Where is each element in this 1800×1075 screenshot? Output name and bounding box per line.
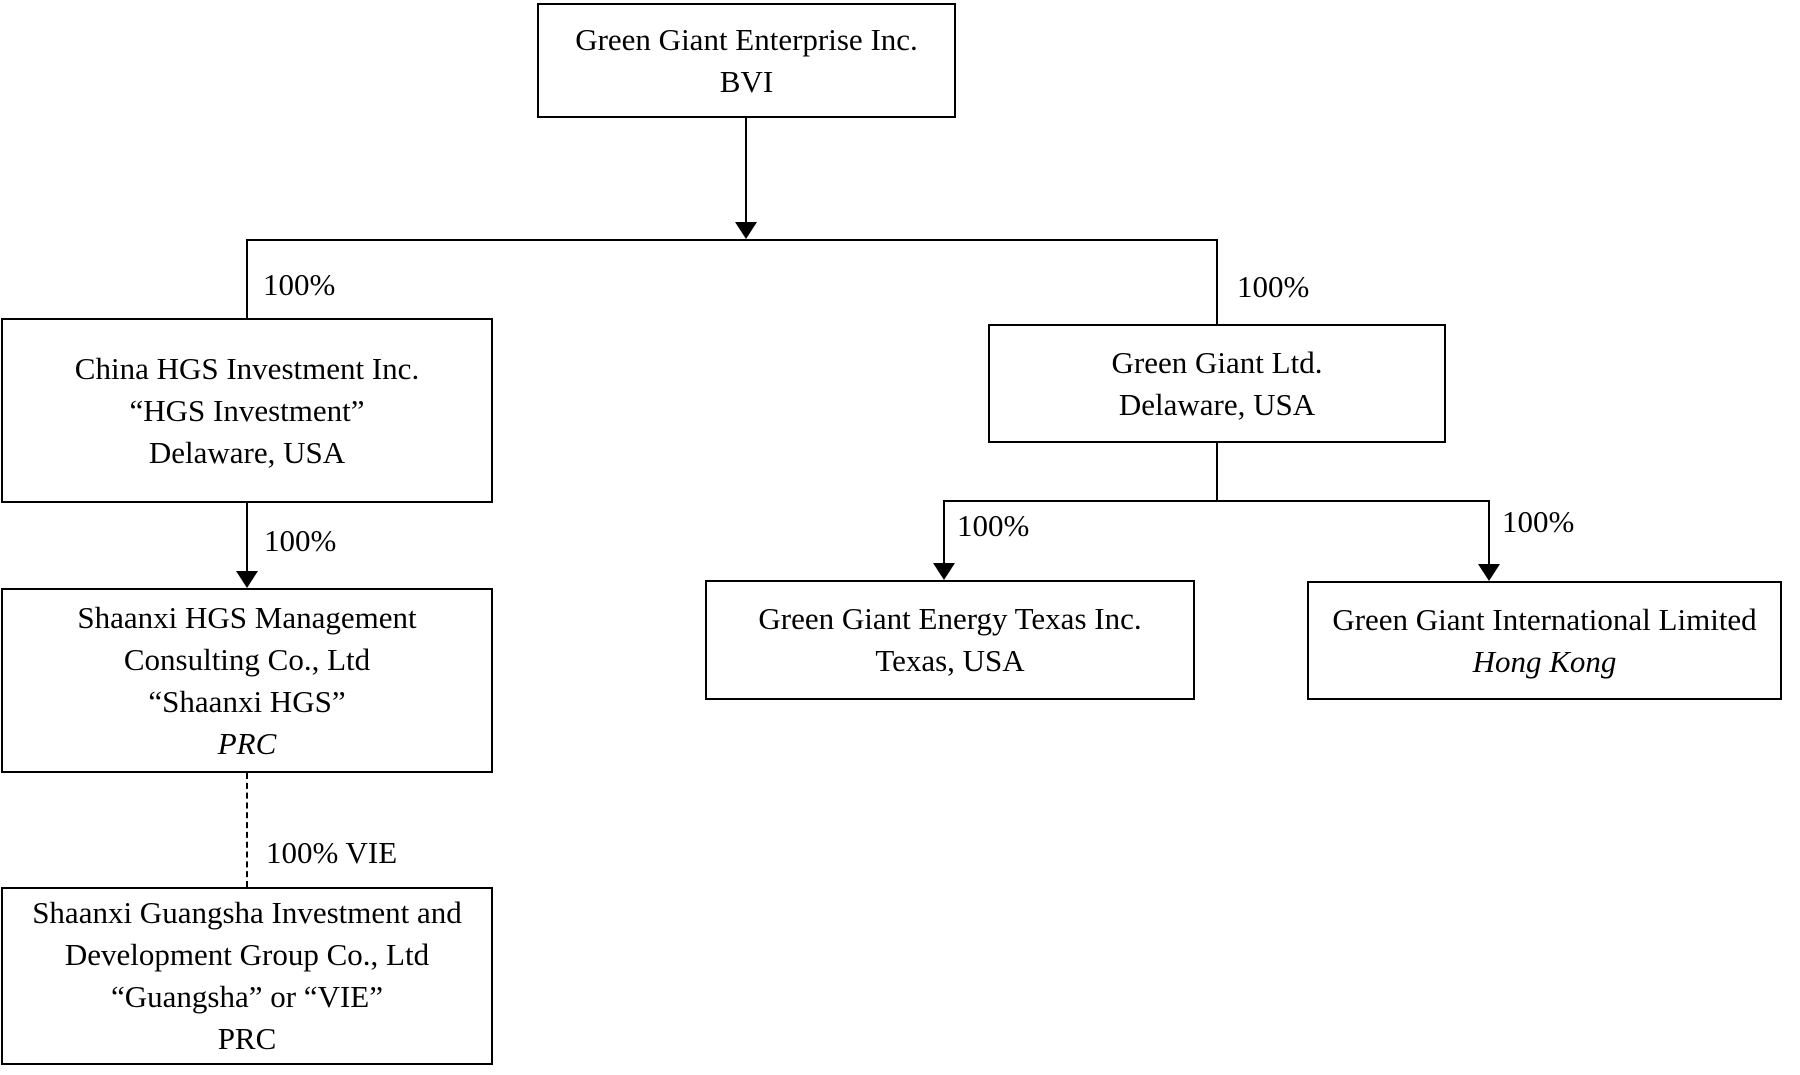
jurisdiction: Texas, USA xyxy=(875,643,1025,678)
connector-vie-dashed xyxy=(246,773,248,887)
company-name-cont: Consulting Co., Ltd xyxy=(123,641,371,677)
arrowhead-down-icon xyxy=(735,222,757,239)
node-green-giant-international: Green Giant International Limited Hong K… xyxy=(1307,581,1782,700)
company-name: Green Giant Enterprise Inc. xyxy=(575,21,918,57)
node-shaanxi-hgs-management: Shaanxi HGS Management Consulting Co., L… xyxy=(1,588,493,773)
edge-label-vie: 100% VIE xyxy=(266,835,398,870)
company-name: Green Giant International Limited xyxy=(1332,601,1757,637)
short-name: “Shaanxi HGS” xyxy=(148,683,346,719)
node-green-giant-energy-texas: Green Giant Energy Texas Inc. Texas, USA xyxy=(705,580,1195,700)
connector-parent-stem xyxy=(745,117,747,223)
jurisdiction: BVI xyxy=(719,63,774,99)
arrowhead-down-icon xyxy=(1478,564,1500,581)
connector-china-to-shaanxi xyxy=(246,503,248,572)
short-name: “Guangsha” or “VIE” xyxy=(111,979,383,1014)
node-shaanxi-guangsha: Shaanxi Guangsha Investment and Developm… xyxy=(1,887,493,1065)
short-name: “HGS Investment” xyxy=(129,392,365,428)
connector-to-china-hgs xyxy=(246,241,248,318)
edge-label-ggltd-to-texas: 100% xyxy=(957,508,1030,543)
connector-lower-splitter xyxy=(943,500,1490,502)
connector-to-texas xyxy=(943,502,945,564)
edge-label-parent-to-ggltd: 100% xyxy=(1237,269,1310,304)
edge-label-ggltd-to-international: 100% xyxy=(1502,504,1575,539)
connector-to-international xyxy=(1488,502,1490,565)
company-name-cont: Development Group Co., Ltd xyxy=(64,937,430,972)
jurisdiction: Delaware, USA xyxy=(148,434,346,470)
arrowhead-down-icon xyxy=(933,563,955,580)
jurisdiction: PRC xyxy=(217,725,277,761)
company-name: Shaanxi HGS Management xyxy=(77,599,417,635)
connector-ggltd-stem xyxy=(1216,443,1218,501)
node-china-hgs-investment: China HGS Investment Inc. “HGS Investmen… xyxy=(1,318,493,503)
company-name: China HGS Investment Inc. xyxy=(74,350,420,386)
node-green-giant-enterprise: Green Giant Enterprise Inc. BVI xyxy=(537,3,956,118)
company-name: Green Giant Energy Texas Inc. xyxy=(758,601,1142,636)
jurisdiction: Delaware, USA xyxy=(1118,386,1316,422)
arrowhead-down-icon xyxy=(236,571,258,588)
company-name: Green Giant Ltd. xyxy=(1111,344,1323,380)
edge-label-china-to-shaanxi: 100% xyxy=(264,523,337,558)
company-name: Shaanxi Guangsha Investment and xyxy=(32,895,462,930)
jurisdiction: PRC xyxy=(217,1021,277,1056)
edge-label-parent-to-china-hgs: 100% xyxy=(263,267,336,302)
jurisdiction: Hong Kong xyxy=(1472,643,1617,679)
connector-top-splitter xyxy=(246,239,1218,241)
connector-to-green-giant-ltd xyxy=(1216,241,1218,324)
node-green-giant-ltd: Green Giant Ltd. Delaware, USA xyxy=(988,324,1446,443)
